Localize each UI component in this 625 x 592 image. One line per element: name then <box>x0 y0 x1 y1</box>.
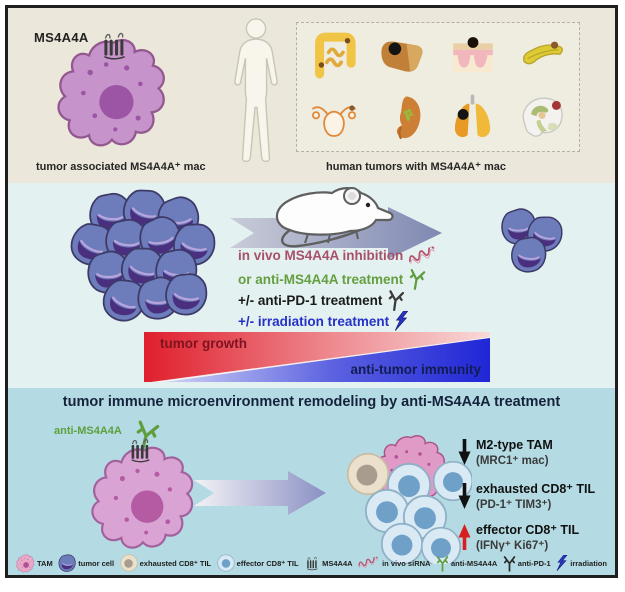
brain-icon <box>522 97 563 137</box>
large-tumor-mass-icon <box>64 188 219 328</box>
legend-label: exhausted CD8⁺ TIL <box>139 558 212 568</box>
legend-label: TAM <box>37 558 53 568</box>
down-arrow-icon <box>458 439 471 465</box>
sirna-icon <box>357 556 381 570</box>
outcome-subtitle: (PD-1⁺ TIM3⁺) <box>476 498 552 511</box>
outcome-m2-tam: M2-type TAM (MRC1⁺ mac) <box>458 438 553 468</box>
human-tumor-organs-panel <box>296 22 580 152</box>
intestine-icon <box>314 32 356 79</box>
lightning-icon <box>394 311 409 332</box>
legend-item-anti-ms4a4a: anti-MS4A4A <box>436 555 497 572</box>
legend-item-irradiation: irradiation <box>556 555 607 572</box>
ms4a4a-receptor-icon <box>98 32 130 60</box>
tam-cell-icon <box>16 554 35 573</box>
treatment-text: +/- irradiation treatment <box>238 314 390 329</box>
antibody-black-icon <box>503 555 516 572</box>
liver-icon <box>381 41 423 72</box>
outcome-title: exhausted CD8⁺ TIL <box>476 482 596 496</box>
legend-label: anti-MS4A4A <box>450 558 498 568</box>
legend-item-tam: TAM <box>16 554 53 573</box>
outcome-subtitle: (IFNγ⁺ Ki67⁺) <box>476 539 549 552</box>
effector-til-icon <box>217 554 235 572</box>
treatment-line-anti-pd1: +/- anti-PD-1 treatment <box>238 290 404 311</box>
tumor-cell-icon <box>58 554 76 572</box>
exhausted-til-icon <box>346 452 390 496</box>
mouse-icon <box>275 187 394 248</box>
down-arrow-icon <box>458 483 471 509</box>
antibody-green-icon <box>436 555 449 572</box>
pancreas-icon <box>523 41 564 65</box>
treatment-text: in vivo MS4A4A inhibition <box>238 248 404 263</box>
uterus-icon <box>311 105 356 137</box>
tumor-growth-label: tumor growth <box>160 336 247 351</box>
outcome-title: effector CD8⁺ TIL <box>476 523 580 537</box>
treatment-text: or anti-MS4A4A treatment <box>238 272 404 287</box>
ms4a4a-receptor-icon <box>126 438 154 463</box>
ms4a4a-title: MS4A4A <box>34 30 89 45</box>
legend-label: effector CD8⁺ TIL <box>236 558 299 568</box>
bottom-section-title: tumor immune microenvironment remodeling… <box>62 394 561 410</box>
lightning-icon <box>556 555 568 572</box>
anti-ms4a4a-label: anti-MS4A4A <box>54 425 122 437</box>
left-caption: tumor associated MS4A4A⁺ mac <box>36 161 206 173</box>
legend-item-effector-til: effector CD8⁺ TIL <box>217 554 299 572</box>
treatment-line-inhibition: in vivo MS4A4A inhibition <box>238 248 438 263</box>
legend-item-tumor-cell: tumor cell <box>58 554 114 572</box>
outcome-title: M2-type TAM <box>476 438 553 452</box>
legend-label: MS4A4A <box>322 558 353 568</box>
legend-label: irradiation <box>570 558 607 568</box>
outcome-exhausted-til: exhausted CD8⁺ TIL (PD-1⁺ TIM3⁺) <box>458 482 595 512</box>
legend-label: anti-PD-1 <box>517 558 551 568</box>
treatment-text: +/- anti-PD-1 treatment <box>238 293 383 308</box>
ms4a4a-receptor-icon <box>304 556 320 571</box>
growth-immunity-gradient: tumor growth anti-tumor immunity <box>144 332 490 382</box>
skin-icon <box>452 37 493 73</box>
treatment-line-irradiation: +/- irradiation treatment <box>238 311 409 332</box>
human-body-icon <box>234 18 278 163</box>
legend-item-sirna: in vivo siRNA <box>358 558 430 568</box>
antibody-black-icon <box>386 289 406 312</box>
antibody-green-icon <box>407 268 427 292</box>
legend-item-exhausted-til: exhausted CD8⁺ TIL <box>120 554 211 572</box>
remodeled-immune-cluster <box>346 432 472 564</box>
small-tumor-mass-icon <box>498 206 566 273</box>
right-caption: human tumors with MS4A4A⁺ mac <box>326 161 507 173</box>
lung-icon <box>454 94 490 138</box>
legend-item-ms4a4a: MS4A4A <box>304 556 353 571</box>
legend-item-anti-pd1: anti-PD-1 <box>503 555 551 572</box>
legend-label: tumor cell <box>78 558 115 568</box>
outcome-subtitle: (MRC1⁺ mac) <box>476 454 549 467</box>
kidney-icon <box>397 96 421 140</box>
up-arrow-icon <box>458 524 471 550</box>
outcome-effector-til: effector CD8⁺ TIL (IFNγ⁺ Ki67⁺) <box>458 523 579 553</box>
exhausted-til-icon <box>120 554 138 572</box>
figure-frame: MS4A4A tumor associated MS4A4A⁺ mac <box>5 5 618 578</box>
legend-label: in vivo siRNA <box>382 558 431 568</box>
anti-tumor-immunity-label: anti-tumor immunity <box>350 362 482 377</box>
treatment-line-anti-ms4a4a: or anti-MS4A4A treatment <box>238 269 425 290</box>
figure-legend: TAM tumor cell exhausted CD8⁺ TIL effect… <box>16 553 607 573</box>
remodeling-arrow <box>194 471 326 515</box>
